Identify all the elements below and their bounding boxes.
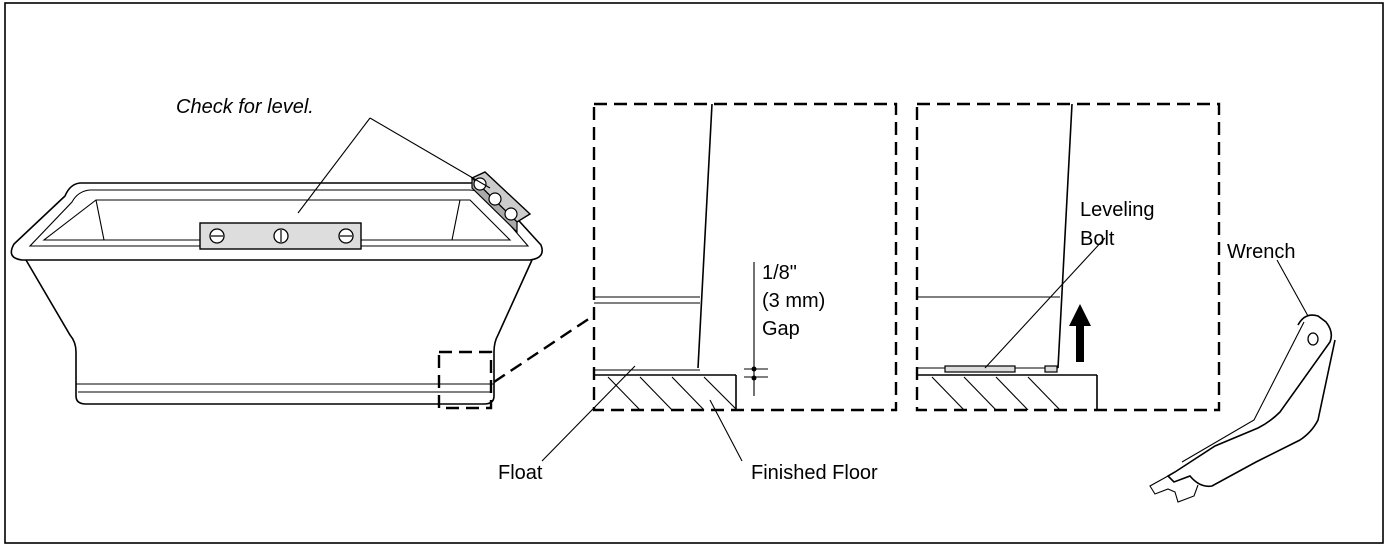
- float-label: Float: [498, 462, 543, 484]
- wrench-label: Wrench: [1227, 241, 1296, 263]
- floor-hatch: [931, 376, 1061, 411]
- finished-floor-label: Finished Floor: [751, 462, 878, 484]
- leveling-label-line2: Bolt: [1080, 228, 1115, 250]
- bolt-icon: [944, 365, 1058, 373]
- level-vial-icon: [209, 228, 354, 244]
- floor-hatch: [607, 376, 737, 411]
- end-level-tool: [470, 171, 532, 234]
- wrench-icon: [1149, 259, 1336, 503]
- bathtub-illustration: [10, 117, 594, 410]
- figure-border: [4, 2, 1384, 544]
- check-level-label: Check for level.: [176, 96, 314, 118]
- gap-label-line1: 1/8": [762, 262, 797, 284]
- detail-callout-box: [437, 350, 493, 410]
- up-arrow-icon: [1069, 304, 1091, 362]
- float-detail-panel: [541, 102, 898, 462]
- leveling-label-line1: Leveling: [1080, 199, 1155, 221]
- gap-label-line3: Gap: [762, 318, 800, 340]
- leveling-bolt-detail-panel: [915, 102, 1221, 412]
- gap-label-line2: (3 mm): [762, 290, 825, 312]
